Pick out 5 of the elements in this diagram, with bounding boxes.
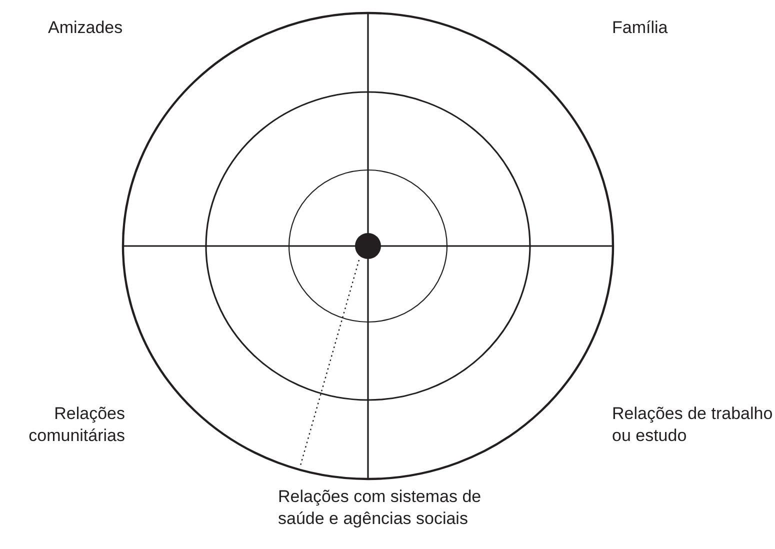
sector-label: Relações comunitárias bbox=[28, 403, 125, 447]
sector-label: Relações com sistemas de saúde e agências sociais bbox=[278, 486, 482, 530]
sector-label: Relações de trabalho ou estudo bbox=[612, 403, 774, 447]
sector-label: Família bbox=[612, 17, 668, 39]
sector-label: Amizades bbox=[48, 17, 123, 39]
